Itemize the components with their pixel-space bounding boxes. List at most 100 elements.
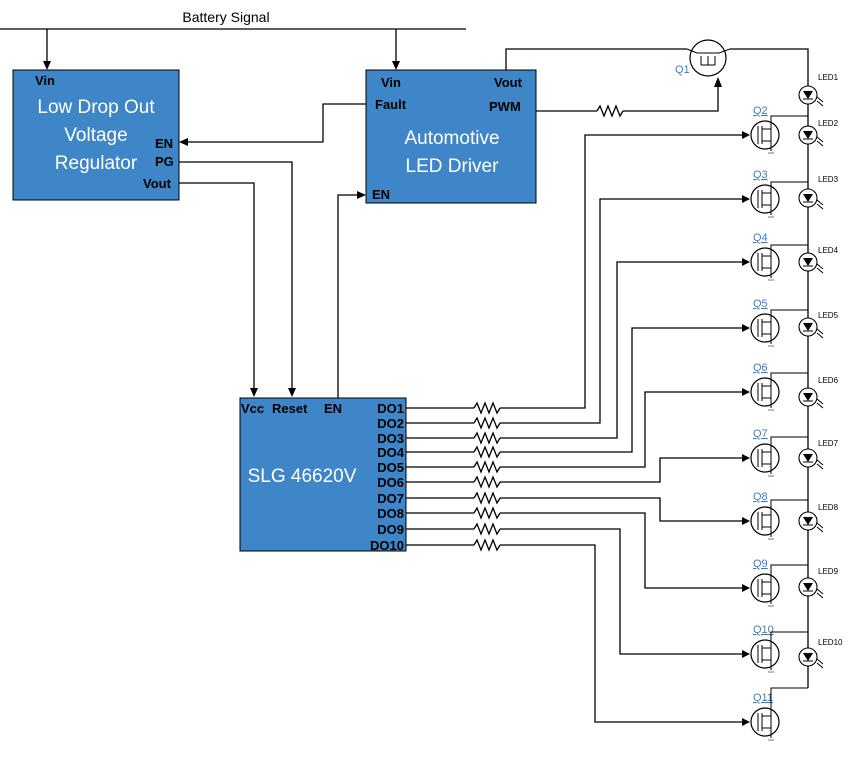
ldo-regulator-box [12,69,180,201]
transistor-label-q11: Q11 [753,692,773,704]
slg-output-label-do8: DO8 [377,506,404,521]
led-emission-ray-2 [816,662,824,669]
driver-title-line-2: LED Driver [406,156,500,177]
do-resistor-10 [473,538,501,552]
transistor-label-q3: Q3 [753,169,768,181]
do-resistor-1 [473,401,501,415]
led-label-led4: LED4 [818,246,839,255]
drain-to-rail-11 [770,687,808,708]
led-diode-triangle [803,323,813,331]
slg-output-label-do1: DO1 [377,401,404,416]
do-route-3 [500,261,745,439]
slg-output-label-do3: DO3 [377,431,404,446]
do-resistor-2 [473,416,501,430]
transistor-body [750,184,780,214]
led-driver-box [365,69,537,204]
vout-to-vcc-arrow [250,388,258,397]
transistor-label-q10: Q10 [753,624,774,636]
led-emission-ray-2 [816,267,824,274]
transistor-body [750,377,780,407]
led-emission-ray-1 [816,136,824,143]
led-label-led3: LED3 [818,175,839,184]
pwm-to-q1-arrow [714,77,722,87]
slg-block: Vcc Reset EN SLG 46620V DO1DO2DO3DO4DO5D… [239,397,407,553]
gate-arrow-5 [742,388,750,396]
battery-to-ldo-arrow [43,61,51,70]
led-label-led6: LED6 [818,376,839,385]
drain-to-rail-7 [770,436,808,444]
led-emission-ray-1 [816,522,824,529]
ldo-vout-pin: Vout [143,176,172,191]
led-led9: LED9 [798,567,839,599]
drain-to-rail-6 [770,372,808,378]
driver-vout-pin: Vout [494,75,523,90]
led-diode-triangle [803,517,813,525]
do-resistor-9 [473,522,501,536]
ldo-pg-pin: PG [155,154,174,169]
gate-arrow-3 [742,258,750,266]
gate-arrow-2 [742,195,750,203]
led-diode-triangle [803,653,813,661]
led-diode-triangle [803,91,813,99]
gate-arrow-6 [742,454,750,462]
led-label-led8: LED8 [818,503,839,512]
gate-arrow-10 [742,718,750,726]
transistor-label-q5: Q5 [753,298,768,310]
led-label-led10: LED10 [818,638,843,647]
q1-to-led-rail-wire [730,48,809,82]
led-emission-ray-1 [816,199,824,206]
transistor-label-q6: Q6 [753,362,768,374]
drain-to-rail-5 [770,309,808,314]
slg-output-label-do4: DO4 [377,445,405,460]
pwm-resistor [596,104,624,118]
pwm-wire-b [623,86,719,112]
do-route-5 [500,391,745,468]
led-label-led9: LED9 [818,567,839,576]
slg-output-label-do5: DO5 [377,460,404,475]
led-emission-ray-2 [816,463,824,470]
transistor-q4: Q4 [750,232,780,281]
slg-output-label-do2: DO2 [377,416,404,431]
do-route-4 [500,327,745,453]
fault-to-ldo-en-arrow [179,138,188,146]
ldo-title-line-2: Voltage [64,125,127,146]
transistor-body [750,443,780,473]
led-driver-block: Vin Fault Vout PWM Automotive LED Driver… [365,69,537,204]
transistor-label-q2: Q2 [753,105,768,117]
slg-box [239,397,407,552]
transistor-label-q7: Q7 [753,428,768,440]
led-led10: LED10 [798,638,843,669]
vout-to-vcc-wire [179,182,255,389]
gate-arrow-8 [742,584,750,592]
transistor-body [750,247,780,277]
do-route-10 [500,544,745,723]
slg-output-label-do9: DO9 [377,522,404,537]
slg-title: SLG 46620V [248,466,357,487]
led-emission-ray-2 [816,100,824,107]
do-route-9 [500,528,745,655]
led-emission-ray-2 [816,332,824,339]
led-diode-triangle [803,393,813,401]
transistor-body [750,707,780,737]
slg-en-pin: EN [324,401,342,416]
led-emission-ray-1 [816,658,824,665]
led-diode-triangle [803,194,813,202]
led-led1: LED1 [798,73,839,107]
led-emission-ray-2 [816,203,824,210]
drain-to-rail-2 [770,115,808,121]
ldo-title-line-3: Regulator [55,153,138,174]
transistor-q8: Q8 [750,491,780,540]
led-diode-triangle [803,258,813,266]
slg-vcc-pin: Vcc [241,401,264,416]
led-emission-ray-1 [816,459,824,466]
do-resistor-4 [473,445,501,459]
led-led8: LED8 [798,503,839,533]
led-emission-ray-2 [816,592,824,599]
gate-arrow-4 [742,324,750,332]
led-led5: LED5 [798,311,839,339]
led-emission-ray-1 [816,96,824,103]
ldo-vin-pin: Vin [35,73,55,88]
q1-label: Q1 [675,64,690,76]
slg-en-to-driver-en-wire [337,194,358,398]
